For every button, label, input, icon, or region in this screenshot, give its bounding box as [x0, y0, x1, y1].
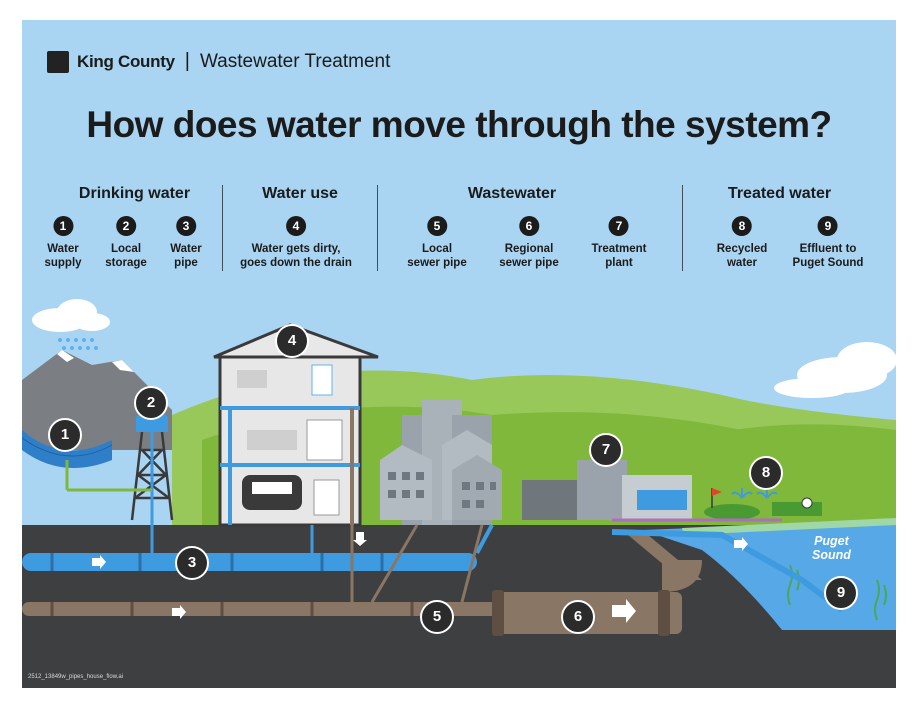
- king-county-logo-icon: [47, 50, 69, 73]
- step-6: 6 Regional sewer pipe: [499, 216, 559, 270]
- category-wastewater: Wastewater: [467, 185, 557, 202]
- step-label-line2: goes down the drain: [240, 257, 352, 269]
- cloud-right: [774, 342, 896, 398]
- step-label-line1: Local: [421, 243, 453, 255]
- flow-arrows: [92, 532, 748, 623]
- scene-badge-4: 4: [275, 324, 309, 358]
- scene-badge-2: 2: [134, 386, 168, 420]
- step-label-line1: Water: [47, 243, 79, 255]
- recycled-water-park: [612, 488, 822, 522]
- scene-badge-3: 3: [175, 546, 209, 580]
- step-number: 6: [518, 216, 539, 236]
- header-separator: |: [184, 50, 190, 72]
- infographic-poster: King County | Wastewater Treatment How d…: [22, 20, 896, 688]
- puget-sound-label: Puget Sound: [812, 534, 851, 562]
- step-label-line1: Effluent to: [799, 243, 857, 255]
- category-divider: [682, 185, 683, 271]
- treatment-plant: [522, 460, 692, 520]
- step-number: 3: [176, 216, 196, 236]
- header-subtitle: Wastewater Treatment: [199, 50, 391, 72]
- category-water-use: Water use: [262, 185, 338, 202]
- apartment-buildings: [380, 400, 502, 525]
- step-number: 4: [286, 216, 306, 236]
- cloud-left: [32, 299, 110, 332]
- step-8: 8 Recycled water: [716, 216, 768, 270]
- page-title: How does water move through the system?: [86, 104, 832, 145]
- step-label-line1: Local: [110, 243, 142, 255]
- step-number: 8: [731, 216, 752, 236]
- step-label-line2: supply: [44, 257, 82, 269]
- step-number: 9: [817, 216, 838, 236]
- step-label-line1: Recycled: [716, 243, 768, 255]
- step-label-line2: water: [726, 257, 758, 269]
- scene-badge-7: 7: [589, 433, 623, 467]
- scene-illustration: [22, 20, 896, 688]
- header-logo: King County | Wastewater Treatment: [47, 50, 390, 73]
- step-7: 7 Treatment plant: [591, 216, 647, 270]
- step-label-line2: sewer pipe: [407, 257, 467, 269]
- step-3: 3 Water pipe: [170, 216, 202, 270]
- puget-sound-label-line1: Puget: [814, 534, 849, 548]
- step-number: 2: [115, 216, 136, 236]
- water-pipe: [22, 553, 477, 571]
- scene-badge-6: 6: [561, 600, 595, 634]
- step-number: 7: [609, 216, 629, 236]
- local-sewer-pipe: [22, 602, 502, 616]
- scene-badge-1: 1: [48, 418, 82, 452]
- house: [213, 323, 379, 527]
- step-number: 5: [426, 216, 447, 236]
- step-label-line2: storage: [105, 257, 147, 269]
- rain-drops: [58, 338, 98, 350]
- step-label-line2: pipe: [174, 257, 198, 269]
- step-label-line2: plant: [605, 257, 633, 269]
- step-label-line1: Water gets dirty,: [251, 243, 341, 255]
- scene-badge-9: 9: [824, 576, 858, 610]
- step-5: 5 Local sewer pipe: [407, 216, 467, 270]
- logo-text: King County: [77, 51, 175, 71]
- category-divider: [377, 185, 378, 271]
- category-divider: [222, 185, 223, 271]
- outfall-pipe: [611, 529, 844, 613]
- water-supply-reservoir: [22, 430, 112, 468]
- step-4: 4 Water gets dirty, goes down the drain: [240, 216, 352, 270]
- step-1: 1 Water supply: [44, 216, 82, 270]
- file-id-caption: 2512_13849w_pipes_house_flow.ai: [28, 674, 124, 680]
- puget-sound-label-line2: Sound: [812, 548, 851, 562]
- step-number: 1: [53, 216, 73, 236]
- step-label-line1: Treatment: [591, 243, 647, 255]
- scene-badge-8: 8: [749, 456, 783, 490]
- scene-badge-5: 5: [420, 600, 454, 634]
- step-label-line2: Puget Sound: [792, 257, 864, 269]
- category-treated-water: Treated water: [727, 185, 832, 202]
- step-2: 2 Local storage: [105, 216, 147, 270]
- step-label-line1: Water: [170, 243, 202, 255]
- step-label-line2: sewer pipe: [499, 257, 559, 269]
- step-label-line1: Regional: [504, 243, 554, 255]
- step-9: 9 Effluent to Puget Sound: [792, 216, 864, 270]
- category-drinking-water: Drinking water: [78, 185, 191, 202]
